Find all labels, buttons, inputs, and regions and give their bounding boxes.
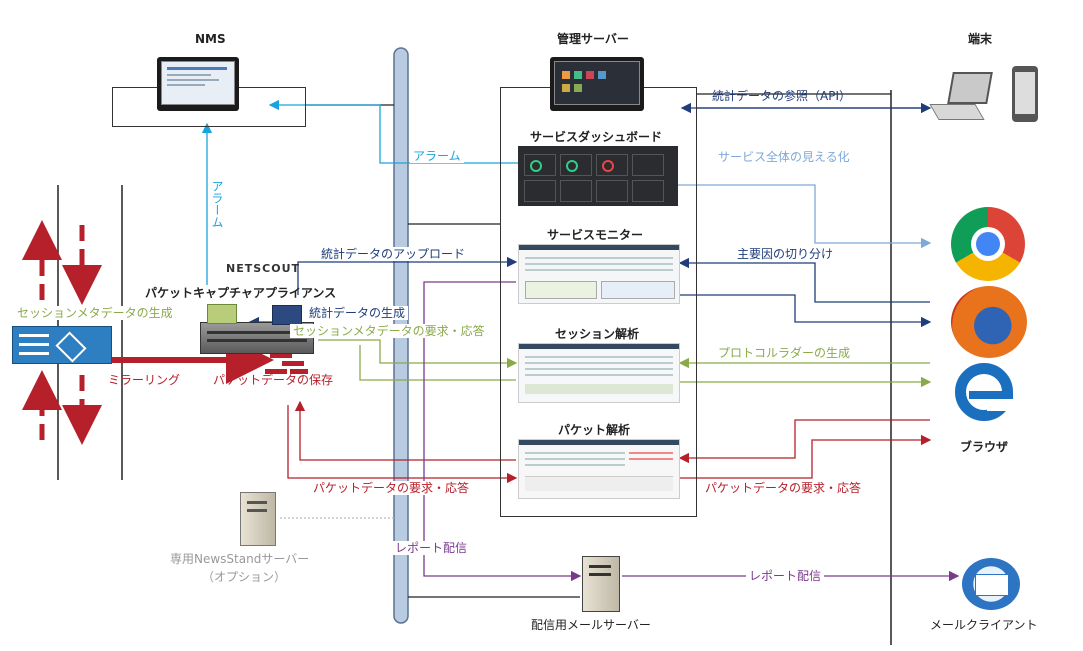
report-left-label: レポート配信	[392, 541, 471, 555]
mail-server-label: 配信用メールサーバー	[531, 618, 651, 632]
monitor-screenshot	[518, 244, 680, 304]
newsstand-option-label: （オプション）	[202, 570, 287, 584]
firefox-icon	[951, 286, 1027, 358]
netscout-brand: NETSCOUT	[226, 262, 301, 275]
packet-save-label: パケットデータの保存	[213, 373, 334, 387]
edge-ie-icon	[951, 363, 1023, 427]
dashboard-title: サービスダッシュボード	[530, 130, 663, 144]
session-meta-req-label: セッションメタデータの要求・応答	[290, 324, 488, 338]
protocol-ladder-label: プロトコルラダーの生成	[718, 346, 851, 360]
session-screenshot	[518, 343, 680, 403]
newsstand-server-icon	[240, 492, 276, 546]
stats-gen-label: 統計データの生成	[306, 306, 409, 320]
cause-isolation-label: 主要因の切り分け	[737, 247, 834, 261]
dashboard-screenshot	[518, 146, 678, 206]
mail-client-icon	[962, 558, 1020, 610]
monitor-title: サービスモニター	[547, 228, 644, 242]
mgmt-server-title: 管理サーバー	[557, 32, 629, 46]
stats-upload-label: 統計データのアップロード	[318, 247, 469, 261]
mail-server-icon	[582, 556, 620, 612]
service-visual-label: サービス全体の見える化	[718, 150, 850, 164]
terminal-title: 端末	[968, 32, 993, 46]
packet-screenshot	[518, 439, 680, 499]
session-title: セッション解析	[555, 327, 640, 341]
mgmt-monitor-icon	[550, 57, 644, 111]
nms-monitor-icon	[157, 57, 239, 111]
packet-req-right-label: パケットデータの要求・応答	[702, 481, 865, 495]
mirroring-label: ミラーリング	[108, 373, 181, 387]
api-ref-label: 統計データの参照（API）	[712, 89, 851, 103]
packet-title: パケット解析	[558, 423, 631, 437]
session-meta-gen-label: セッションメタデータの生成	[14, 306, 176, 320]
nms-title: NMS	[195, 32, 226, 46]
appliance-title: パケットキャプチャアプライアンス	[145, 286, 337, 300]
appliance-device-icon	[200, 322, 314, 354]
tablet-icon	[1012, 66, 1038, 122]
chrome-icon	[951, 207, 1025, 281]
network-switch-icon	[12, 326, 112, 364]
mail-client-label: メールクライアント	[930, 618, 1038, 632]
browser-label: ブラウザ	[960, 440, 1009, 454]
report-right-label: レポート配信	[746, 569, 825, 583]
newsstand-label: 専用NewsStandサーバー	[170, 552, 310, 566]
alarm-horizontal-label: アラーム	[410, 149, 464, 163]
stats-data-icon	[272, 305, 302, 325]
packet-req-left-label: パケットデータの要求・応答	[310, 481, 473, 495]
laptop-icon	[929, 70, 993, 125]
session-meta-icon	[207, 304, 237, 324]
alarm-vertical-label: アラーム	[210, 180, 224, 228]
